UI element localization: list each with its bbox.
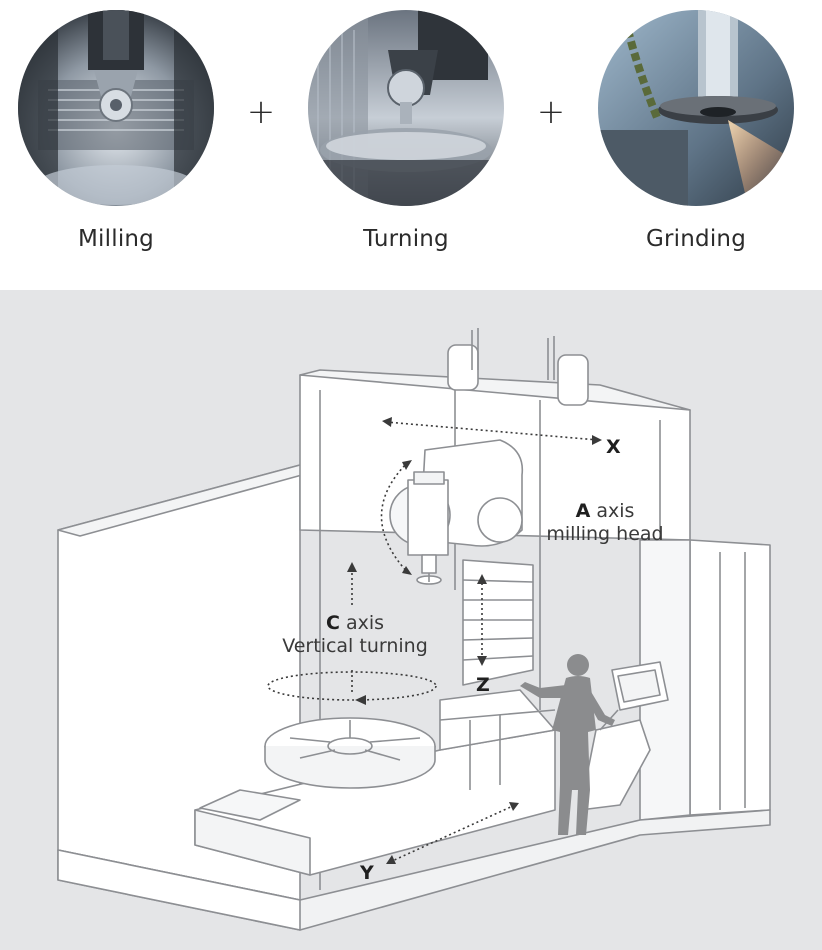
x-axis-label: X: [606, 436, 621, 458]
a-axis-caption: A axis milling head: [540, 500, 670, 546]
a-axis-word: axis: [596, 500, 635, 522]
a-axis-desc: milling head: [546, 523, 664, 545]
c-axis-word: axis: [345, 612, 385, 634]
a-axis-letter: A: [575, 500, 591, 522]
grinding-photo: [598, 10, 794, 206]
c-axis-letter: C: [325, 612, 340, 634]
machine-illustration: [57, 328, 771, 931]
z-axis-label: Z: [476, 674, 490, 696]
turning-photo: [308, 10, 504, 206]
plus-sign: +: [536, 92, 566, 132]
plus-sign: +: [246, 92, 276, 132]
process-label-turning: Turning: [363, 226, 449, 252]
process-strip: + +: [0, 0, 822, 290]
c-axis-desc: Vertical turning: [282, 635, 428, 657]
milling-photo: [18, 10, 214, 206]
c-axis-caption: C axis Vertical turning: [270, 612, 440, 658]
y-axis-label: Y: [360, 862, 374, 884]
process-label-milling: Milling: [78, 226, 154, 252]
process-label-grinding: Grinding: [645, 226, 746, 252]
machine-diagram: X Z Y A axis milling head C axis Vertica…: [0, 290, 822, 950]
operator-silhouette: [520, 654, 615, 835]
